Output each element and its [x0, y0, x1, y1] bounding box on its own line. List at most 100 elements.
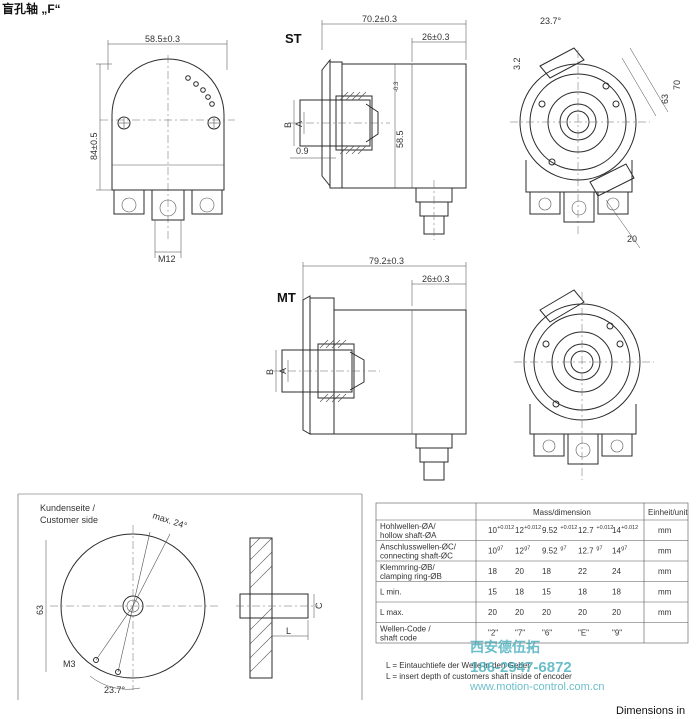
table-row-label: L min. — [380, 588, 402, 597]
shaft-a-dim: A — [294, 121, 304, 127]
table-row-label: Klemmring-ØB/ — [380, 563, 435, 572]
table-cell: 15 — [542, 588, 551, 597]
table-cell: 18 — [515, 588, 524, 597]
customer-panel: Kundenseite / Customer side max. 24° 63 … — [17, 493, 363, 700]
table-cell: 12.7 — [578, 547, 594, 556]
table-row-label-sub: clamping ring-ØB — [380, 572, 442, 581]
footer-text: Dimensions in — [616, 705, 685, 717]
front-width-dim: 58.5±0.3 — [145, 34, 180, 44]
mt-length-dim: 79.2±0.3 — [369, 256, 404, 266]
table-cell: 20 — [542, 608, 551, 617]
table-row-label: Hohlwellen-ØA/ — [380, 522, 436, 531]
table-cell: 20 — [578, 608, 587, 617]
mt-b-dim: B — [265, 369, 275, 375]
table-cell: "2" — [488, 629, 498, 638]
table-row-label-sub: hollow shaft-ØA — [380, 531, 437, 540]
table-cell-unit: mm — [658, 588, 672, 597]
customer-m3-dim: M3 — [63, 659, 76, 669]
table-cell: 12.7 — [578, 526, 594, 535]
table-cell: "E" — [578, 629, 589, 638]
mt-label: MT — [277, 290, 296, 305]
table-cell-tolerance: g7 — [524, 546, 530, 552]
table-cell: 9.52 — [542, 547, 558, 556]
table-note-2: L = insert depth of customers shaft insi… — [386, 672, 572, 681]
table-cell: 20 — [612, 608, 621, 617]
dimension-table: Mass/dimension Einheit/unit Hohlwellen-Ø… — [375, 502, 688, 681]
table-cell: 18 — [542, 567, 551, 576]
st-flange-dim: 26±0.3 — [422, 32, 449, 42]
table-row-label: Anschlusswellen-ØC/ — [380, 543, 457, 552]
dim-3-2: 3.2 — [512, 57, 522, 70]
table-cell-unit: mm — [658, 547, 672, 556]
mt-end-view — [514, 289, 654, 480]
st-length-dim: 70.2±0.3 — [362, 14, 397, 24]
table-header-mass: Mass/dimension — [533, 508, 591, 517]
table-cell-unit: mm — [658, 526, 672, 535]
table-cell: 18 — [612, 588, 621, 597]
table-row-label: L max. — [380, 608, 404, 617]
table-cell: 15 — [488, 588, 497, 597]
table-cell-tolerance: +0.012 — [497, 525, 514, 531]
st-label: ST — [285, 31, 302, 46]
customer-line-1: Kundenseite / — [40, 503, 96, 513]
connector-dim: M12 — [158, 254, 176, 264]
table-note-1: L = Eintauchtiefe der Welle in den Geber — [386, 661, 530, 670]
table-cell-tolerance: +0.012 — [621, 525, 638, 531]
table-cell: "6" — [542, 629, 552, 638]
table-cell: 20 — [515, 567, 524, 576]
table-cell: 24 — [612, 567, 621, 576]
table-cell-unit: mm — [658, 567, 672, 576]
table-cell: 18 — [488, 567, 497, 576]
table-cell: 20 — [515, 608, 524, 617]
table-row-label: Wellen-Code / — [380, 625, 431, 634]
watermark-url: www.motion-control.com.cn — [469, 681, 605, 693]
st-diameter-dim: 58.5 — [395, 130, 405, 148]
table-cell-tolerance: g7 — [560, 546, 566, 552]
st-offset-dim: 0.9 — [296, 146, 309, 156]
watermark: 西安德伍拓 186-2947-6872 www.motion-control.c… — [469, 639, 605, 693]
table-cell: 10 — [488, 547, 497, 556]
table-cell-tolerance: +0.012 — [524, 525, 541, 531]
page-title: 盲孔轴 „F“ — [2, 1, 61, 16]
customer-line-2: Customer side — [40, 515, 98, 525]
mt-a-dim: A — [278, 368, 288, 374]
table-cell: 14 — [612, 547, 621, 556]
table-cell: 18 — [578, 588, 587, 597]
dim-70: 70 — [672, 80, 682, 90]
front-view: 58.5±0.3 84±0.5 M12 — [89, 34, 235, 264]
table-header-unit: Einheit/unit — [648, 508, 688, 517]
table-cell: 12 — [515, 526, 524, 535]
customer-angle-dim: 23.7° — [104, 685, 126, 695]
mt-flange-dim: 26±0.3 — [422, 274, 449, 284]
customer-max-angle: max. 24° — [151, 510, 188, 531]
table-row-label-sub: shaft code — [380, 634, 417, 643]
table-cell: 20 — [488, 608, 497, 617]
watermark-phone: 186-2947-6872 — [470, 659, 572, 676]
front-height-dim: 84±0.5 — [89, 133, 99, 160]
table-cell-tolerance: g7 — [621, 546, 627, 552]
customer-diameter-dim: 63 — [35, 605, 45, 615]
table-cell: 12 — [515, 547, 524, 556]
table-cell-tolerance: +0.012 — [560, 525, 577, 531]
st-end-view: 23.7° 3.2 70 63 20 — [510, 16, 682, 249]
st-diameter-tol: -0.3 — [394, 81, 400, 92]
table-cell-tolerance: g7 — [497, 546, 503, 552]
side-l-dim: L — [286, 626, 291, 636]
mt-side-view: MT 79.2±0.3 26±0.3 B A — [265, 256, 467, 481]
side-c-dim: C — [314, 602, 324, 609]
table-cell: "9" — [612, 629, 622, 638]
st-side-view: ST 70.2±0.3 26±0.3 58.5 -0.3 B A — [283, 14, 467, 240]
dim-63: 63 — [660, 94, 670, 104]
table-cell: 14 — [612, 526, 621, 535]
table-cell-tolerance: +0.012 — [596, 525, 613, 531]
watermark-name: 西安德伍拓 — [470, 639, 540, 655]
table-cell: 10 — [488, 526, 497, 535]
table-row-label-sub: connecting shaft-ØC — [380, 552, 453, 561]
table-cell-tolerance: g7 — [596, 546, 602, 552]
dim-20: 20 — [627, 234, 637, 244]
table-cell-unit: mm — [658, 608, 672, 617]
angle-top-dim: 23.7° — [540, 16, 562, 26]
